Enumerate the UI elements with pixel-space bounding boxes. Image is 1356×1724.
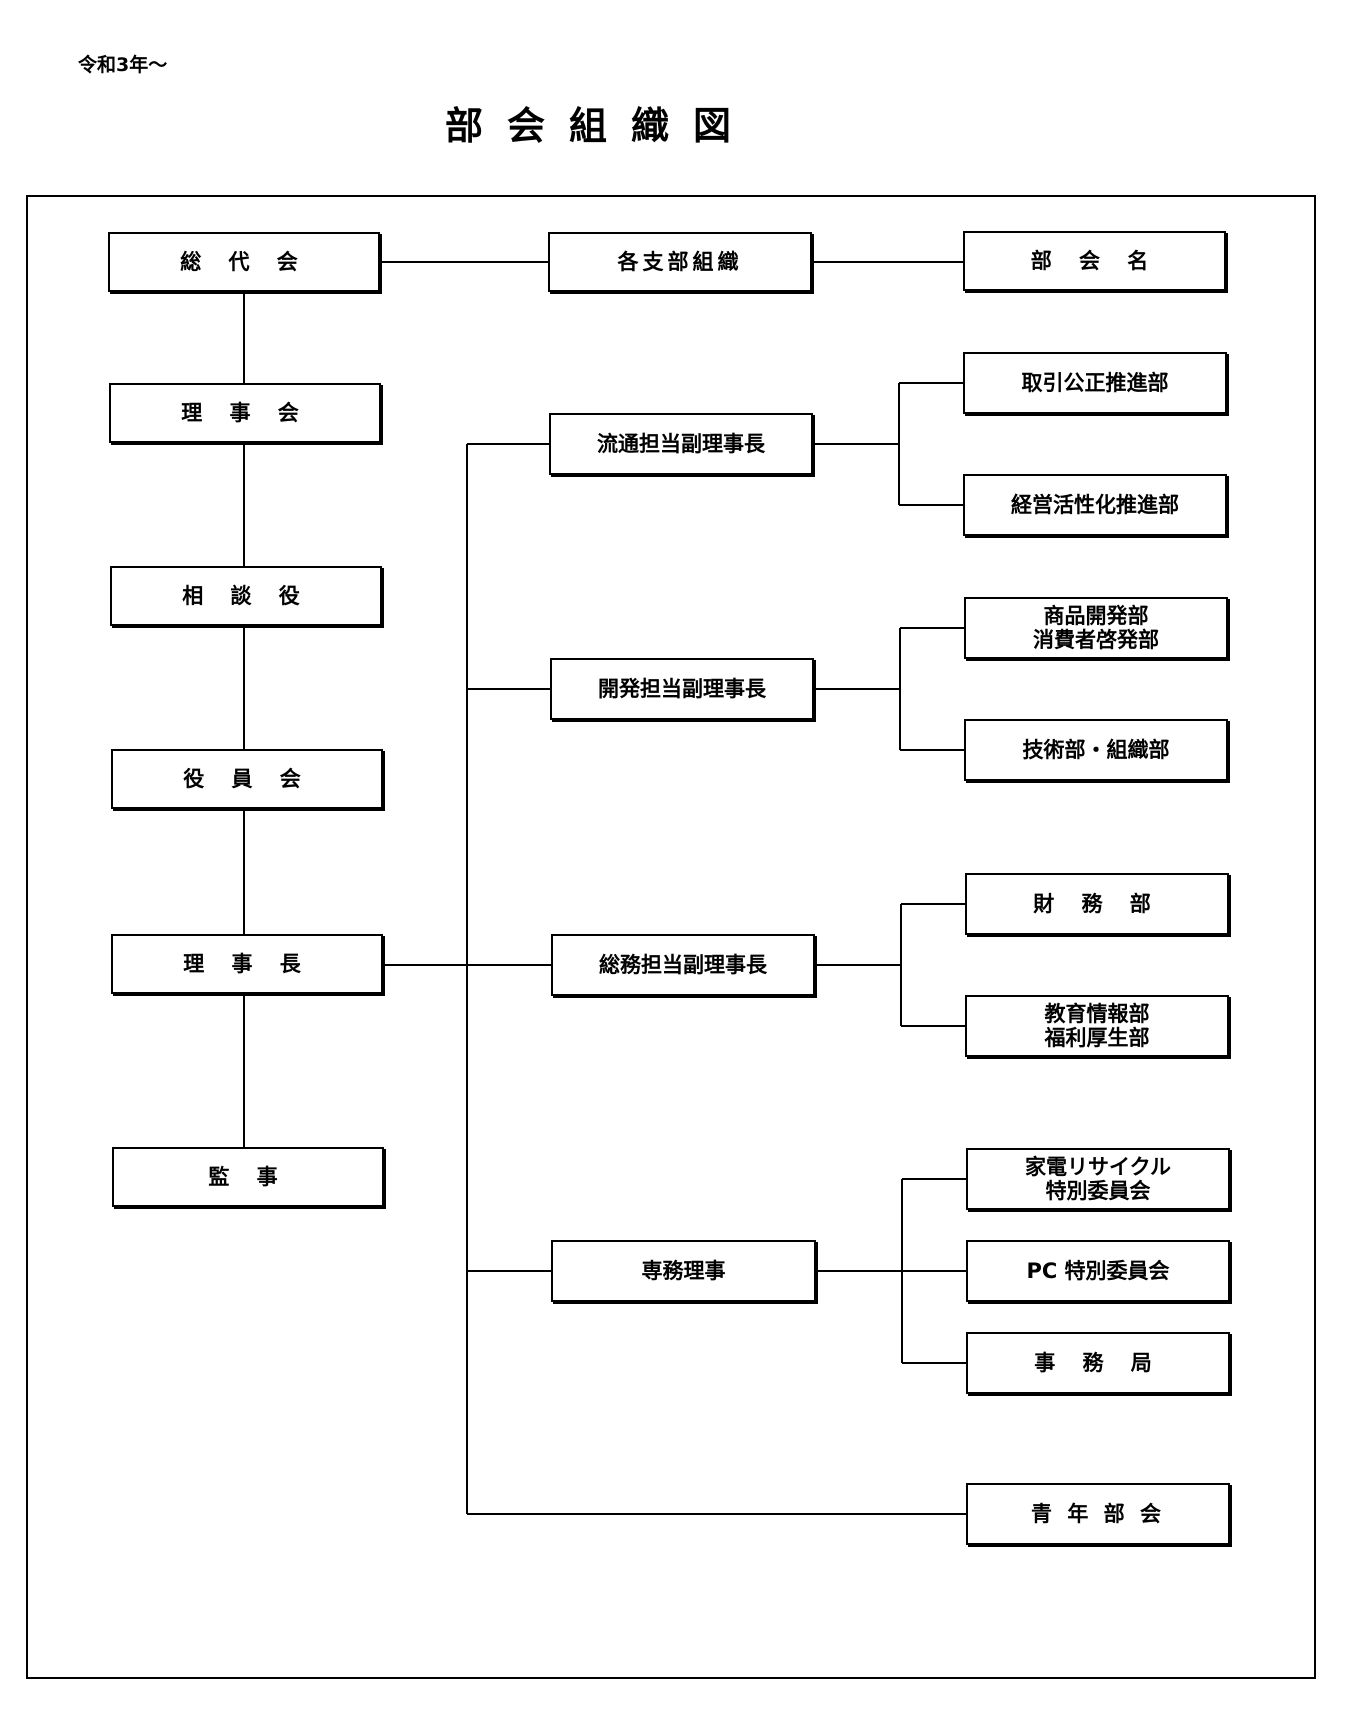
product-consumer-division-box: 商品開発部 消費者啓発部 xyxy=(964,597,1228,659)
youth-division-box: 青 年 部 会 xyxy=(966,1483,1230,1545)
development-vice-chair-box: 開発担当副理事長 xyxy=(550,658,814,720)
education-welfare-division-box: 教育情報部 福利厚生部 xyxy=(965,995,1229,1057)
finance-division-box: 財 務 部 xyxy=(965,873,1229,935)
org-chart-frame xyxy=(26,195,1316,1679)
general-affairs-vice-chair-box: 総務担当副理事長 xyxy=(551,934,815,996)
general-assembly-box: 総 代 会 xyxy=(108,232,380,292)
branches-box: 各支部組織 xyxy=(548,232,812,292)
management-revitalization-division-box: 経営活性化推進部 xyxy=(963,474,1227,536)
secretariat-box: 事 務 局 xyxy=(966,1332,1230,1394)
distribution-vice-chair-box: 流通担当副理事長 xyxy=(549,413,813,475)
pc-committee-box: PC 特別委員会 xyxy=(966,1240,1230,1302)
committee-name-box: 部 会 名 xyxy=(963,231,1226,291)
chairman-box: 理 事 長 xyxy=(111,934,383,994)
advisor-box: 相 談 役 xyxy=(110,566,382,626)
officers-box: 役 員 会 xyxy=(111,749,383,809)
page-title: 部会組織図 xyxy=(444,104,755,148)
board-box: 理 事 会 xyxy=(109,383,381,443)
managing-director-box: 専務理事 xyxy=(551,1240,816,1302)
period-label: 令和3年～ xyxy=(78,54,168,76)
auditor-box: 監 事 xyxy=(112,1147,384,1207)
appliance-recycling-committee-box: 家電リサイクル 特別委員会 xyxy=(966,1148,1230,1210)
tech-org-division-box: 技術部・組織部 xyxy=(964,719,1228,781)
fair-trade-division-box: 取引公正推進部 xyxy=(963,352,1227,414)
